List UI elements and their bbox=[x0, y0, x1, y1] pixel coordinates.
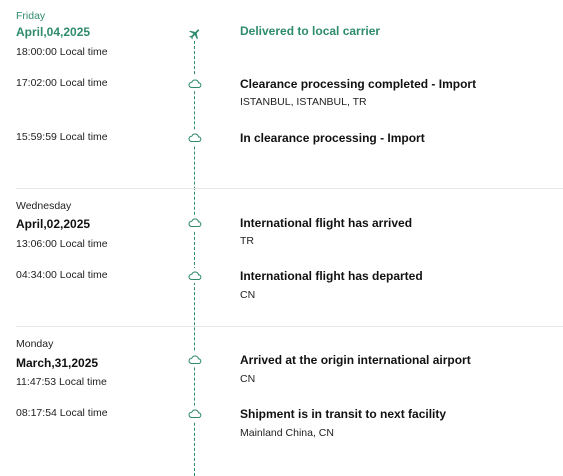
event-status: International flight has arrived bbox=[240, 216, 413, 230]
event-time: 18:00:00 Local time bbox=[16, 46, 108, 58]
event-time: 17:02:00 Local time bbox=[16, 77, 108, 89]
event-status: Arrived at the origin international airp… bbox=[240, 353, 471, 367]
date-label: April,02,2025 bbox=[16, 217, 91, 231]
event-status: Clearance processing completed - Import bbox=[240, 77, 477, 91]
cloud-icon bbox=[187, 215, 202, 230]
event-time: 11:47:53 Local time bbox=[16, 376, 107, 388]
weekday-label: Monday bbox=[16, 338, 54, 350]
weekday-label: Friday bbox=[16, 10, 46, 22]
event-time: 04:34:00 Local time bbox=[16, 269, 108, 281]
cloud-icon bbox=[187, 352, 202, 367]
weekday-label: Wednesday bbox=[16, 200, 72, 212]
event-status: Delivered to local carrier bbox=[240, 24, 381, 38]
cloud-icon bbox=[187, 268, 202, 283]
event-time: 08:17:54 Local time bbox=[16, 407, 108, 419]
event-location: TR bbox=[240, 235, 254, 247]
event-status: Shipment is in transit to next facility bbox=[240, 407, 447, 421]
date-label: April,04,2025 bbox=[16, 25, 91, 39]
date-label: March,31,2025 bbox=[16, 356, 99, 370]
timeline-line bbox=[194, 36, 195, 476]
cloud-icon bbox=[187, 406, 202, 421]
event-status: International flight has departed bbox=[240, 269, 423, 283]
cloud-icon bbox=[187, 76, 202, 91]
event-location: Mainland China, CN bbox=[240, 427, 334, 439]
event-location: ISTANBUL, ISTANBUL, TR bbox=[240, 96, 367, 108]
event-location: CN bbox=[240, 373, 256, 385]
cloud-icon bbox=[187, 130, 202, 145]
event-location: CN bbox=[240, 289, 256, 301]
airplane-icon bbox=[187, 26, 202, 41]
event-status: In clearance processing - Import bbox=[240, 131, 425, 145]
group-divider bbox=[16, 326, 563, 327]
event-time: 13:06:00 Local time bbox=[16, 238, 108, 250]
group-divider bbox=[16, 188, 563, 189]
event-time: 15:59:59 Local time bbox=[16, 131, 108, 143]
